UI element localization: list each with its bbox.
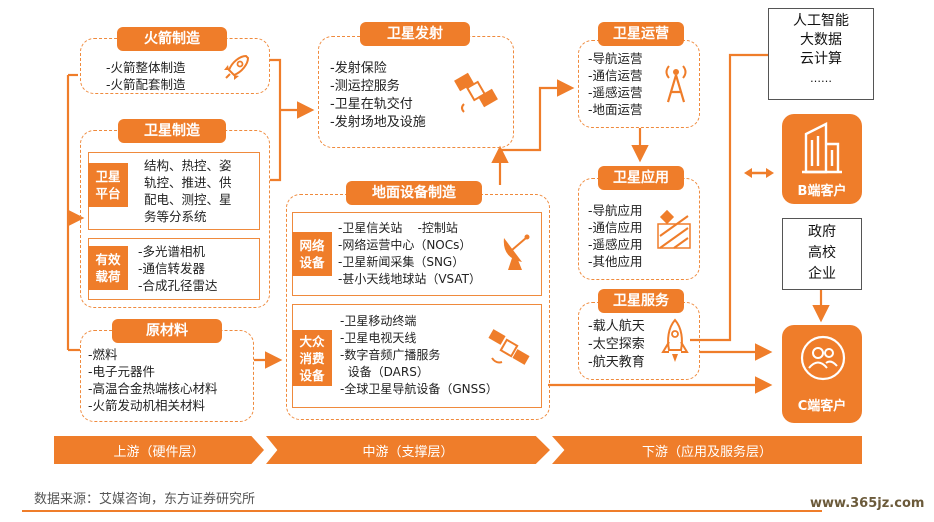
- list-item: 轨控、推进、供: [144, 175, 232, 190]
- list-item: 企业: [808, 266, 836, 282]
- gov-list: 政府 高校 企业: [782, 222, 862, 285]
- satellite-launch-title: 卫星发射: [360, 22, 470, 46]
- list-item: 大数据: [800, 32, 842, 48]
- network-equipment-list: -卫星信关站 -控制站 -网络运营中心（NOCs） -卫星新闻采集（SNG） -…: [338, 220, 481, 288]
- list-item: -数字音频广播服务: [340, 348, 441, 362]
- list-item: -卫星移动终端: [340, 314, 417, 328]
- ground-equipment-title: 地面设备制造: [346, 181, 482, 205]
- list-item: 务等分系统: [144, 209, 207, 224]
- list-item: -太空探索: [588, 337, 645, 352]
- satellite-applications-list: -导航应用 -通信应用 -遥感应用 -其他应用: [588, 202, 643, 270]
- list-item: -火箭整体制造: [106, 60, 186, 75]
- gov-box: [782, 218, 862, 290]
- list-item: 政府: [808, 224, 836, 240]
- satellite-operations-title: 卫星运营: [598, 22, 684, 46]
- list-item: -遥感应用: [588, 237, 643, 252]
- list-item: -地面运营: [588, 102, 643, 117]
- raw-materials-title: 原材料: [112, 319, 222, 343]
- consumer-equipment-list: -卫星移动终端 -卫星电视天线 -数字音频广播服务 设备（DARS） -全球卫星…: [340, 313, 498, 398]
- list-item: -卫星在轨交付: [330, 97, 413, 112]
- payload-list: -多光谱相机 -通信转发器 -合成孔径雷达: [138, 243, 218, 294]
- users-icon: [800, 335, 846, 381]
- satellite-services-title: 卫星服务: [598, 289, 684, 313]
- rocket-manufacturing-list: -火箭整体制造 -火箭配套制造: [106, 59, 186, 93]
- list-item: 结构、热控、姿: [144, 158, 232, 173]
- satellite-icon: [454, 72, 498, 113]
- rocket-icon: [224, 54, 250, 80]
- antenna-tower-icon: [665, 65, 687, 103]
- list-item: -合成孔径雷达: [138, 278, 218, 293]
- list-item: 配电、测控、星: [144, 192, 232, 207]
- consumer-equipment-label: 大众消费设备: [292, 330, 332, 386]
- list-item: -高温合金热端核心材料: [88, 381, 218, 396]
- list-item: -甚小天线地球站（VSAT）: [338, 272, 481, 286]
- stage-downstream: 下游（应用及服务层）: [552, 436, 862, 464]
- c-client-label: C端客户: [797, 399, 847, 414]
- list-item: -航天教育: [588, 355, 645, 370]
- list-item: 高校: [808, 245, 836, 261]
- list-item: -卫星新闻采集（SNG）: [338, 255, 465, 269]
- stage-midstream: 中游（支撑层）: [266, 436, 550, 464]
- list-item: -载人航天: [588, 319, 645, 334]
- satellite-dish-icon: [503, 234, 530, 270]
- watermark: www.365jz.com: [810, 496, 925, 511]
- source-note: 数据来源：艾媒咨询，东方证券研究所: [34, 492, 256, 507]
- c-client-card: [782, 325, 862, 423]
- list-item: -通信转发器: [138, 261, 206, 276]
- list-item: -发射保险: [330, 61, 387, 76]
- b-client-card: [782, 114, 862, 204]
- raw-materials-list: -燃料 -电子元器件 -高温合金热端核心材料 -火箭发动机相关材料: [88, 346, 218, 414]
- satellite-icon: [488, 329, 530, 365]
- building-icon: [802, 122, 842, 174]
- list-item: -燃料: [88, 347, 118, 362]
- rocket-icon: [661, 318, 689, 362]
- list-item: -导航应用: [588, 203, 643, 218]
- satellite-icon: [657, 209, 691, 249]
- network-equipment-label: 网络设备: [292, 232, 332, 276]
- list-item: -发射场地及设施: [330, 115, 426, 130]
- list-item: -全球卫星导航设备（GNSS）: [340, 382, 498, 396]
- list-item: -电子元器件: [88, 364, 156, 379]
- list-item: -火箭发动机相关材料: [88, 398, 206, 413]
- satellite-services-list: -载人航天 -太空探索 -航天教育: [588, 318, 645, 372]
- list-item: 人工智能: [793, 13, 849, 29]
- stage-upstream: 上游（硬件层）: [54, 436, 264, 464]
- satellite-launch-list: -发射保险 -测运控服务 -卫星在轨交付 -发射场地及设施: [330, 60, 426, 132]
- b-client-label: B端客户: [797, 184, 847, 199]
- list-item: 云计算: [800, 51, 842, 67]
- tech-list: 人工智能 大数据 云计算 ……: [768, 12, 874, 88]
- list-item: -测运控服务: [330, 79, 400, 94]
- satellite-platform-label: 卫星平台: [88, 163, 128, 207]
- footer-divider: [22, 510, 822, 512]
- list-item: 设备（DARS）: [340, 365, 429, 379]
- list-item: -火箭配套制造: [106, 77, 186, 92]
- list-item: -通信应用: [588, 220, 643, 235]
- list-item: -卫星电视天线: [340, 331, 417, 345]
- list-item: -遥感运营: [588, 85, 643, 100]
- satellite-platform-list: 结构、热控、姿 轨控、推进、供 配电、测控、星 务等分系统: [144, 157, 232, 225]
- payload-label: 有效载荷: [88, 246, 128, 290]
- satellite-operations-list: -导航运营 -通信运营 -遥感运营 -地面运营: [588, 50, 643, 118]
- list-item: -卫星信关站 -控制站: [338, 221, 458, 235]
- rocket-manufacturing-title: 火箭制造: [117, 27, 227, 51]
- list-item: ……: [810, 72, 832, 85]
- list-item: -其他应用: [588, 254, 643, 269]
- list-item: -多光谱相机: [138, 244, 206, 259]
- list-item: -导航运营: [588, 51, 643, 66]
- satellite-applications-title: 卫星应用: [598, 166, 684, 190]
- list-item: -通信运营: [588, 68, 643, 83]
- tech-box: [768, 8, 874, 100]
- list-item: -网络运营中心（NOCs）: [338, 238, 472, 252]
- satellite-manufacturing-title: 卫星制造: [118, 119, 226, 143]
